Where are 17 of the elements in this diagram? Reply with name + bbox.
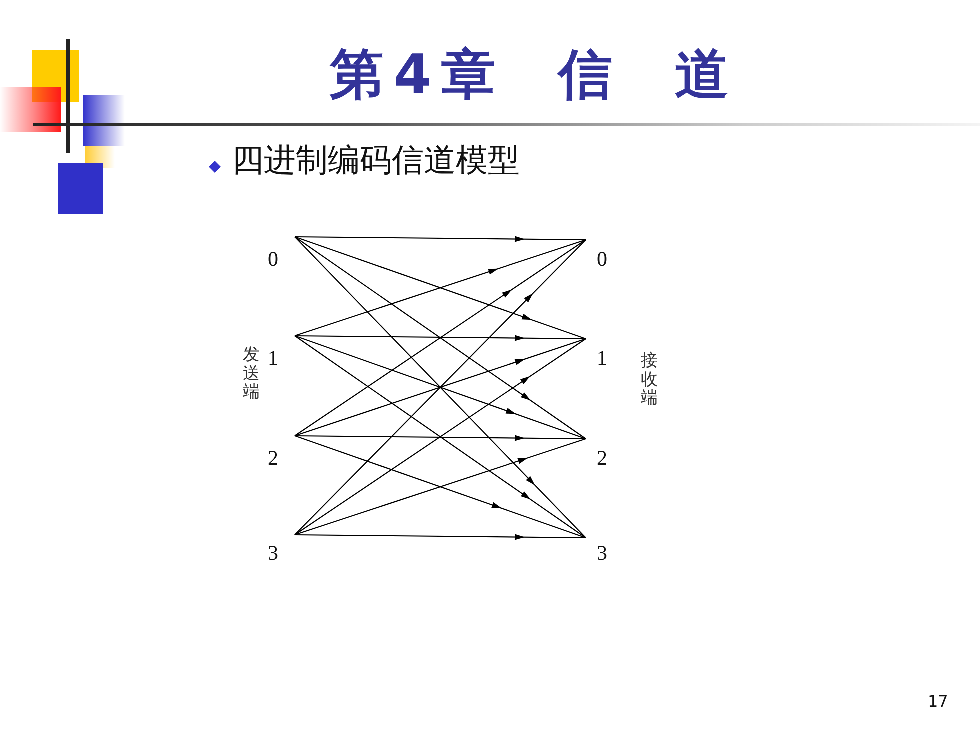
node-label: 3: [268, 541, 278, 565]
node-label: 1: [597, 346, 608, 370]
arrow: [295, 335, 586, 342]
arrow: [295, 534, 586, 540]
node-label: 2: [597, 446, 608, 470]
node-label: 0: [268, 247, 278, 271]
side-label: 发送端: [243, 346, 260, 402]
arrow: [295, 236, 586, 242]
arrow: [295, 435, 586, 442]
bullet-text: 四进制编码信道模型: [232, 142, 520, 178]
page-number: 17: [928, 692, 948, 712]
node-label: 0: [597, 247, 608, 271]
node-label: 2: [268, 446, 278, 470]
node-label: 3: [597, 541, 608, 565]
side-label: 接收端: [641, 352, 658, 408]
node-label: 1: [268, 346, 278, 370]
slide-title: 第4章 信 道: [330, 43, 740, 107]
